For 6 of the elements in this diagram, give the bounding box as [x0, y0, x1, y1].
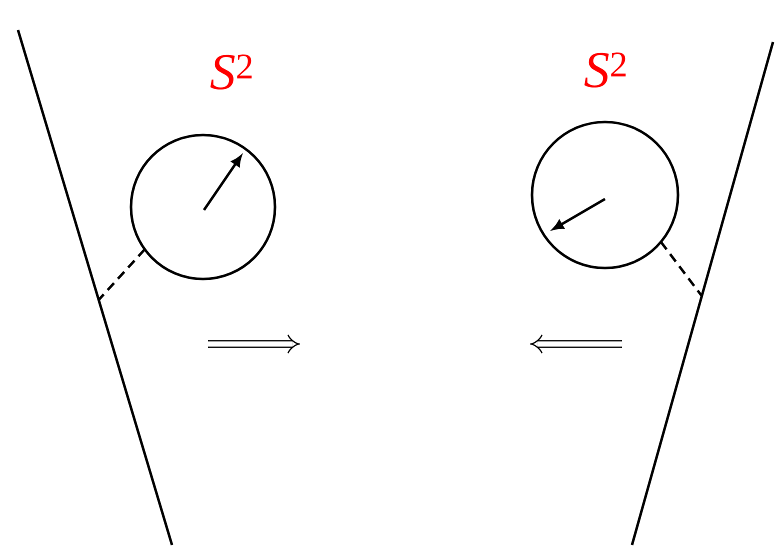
line	[16, 28, 174, 546]
sphere-label: S$^{2}$	[584, 52, 626, 88]
dashed-line	[660, 241, 703, 297]
sphere-label: S$^{2}$	[210, 54, 252, 90]
dashed-line	[98, 248, 146, 301]
line	[630, 40, 774, 546]
